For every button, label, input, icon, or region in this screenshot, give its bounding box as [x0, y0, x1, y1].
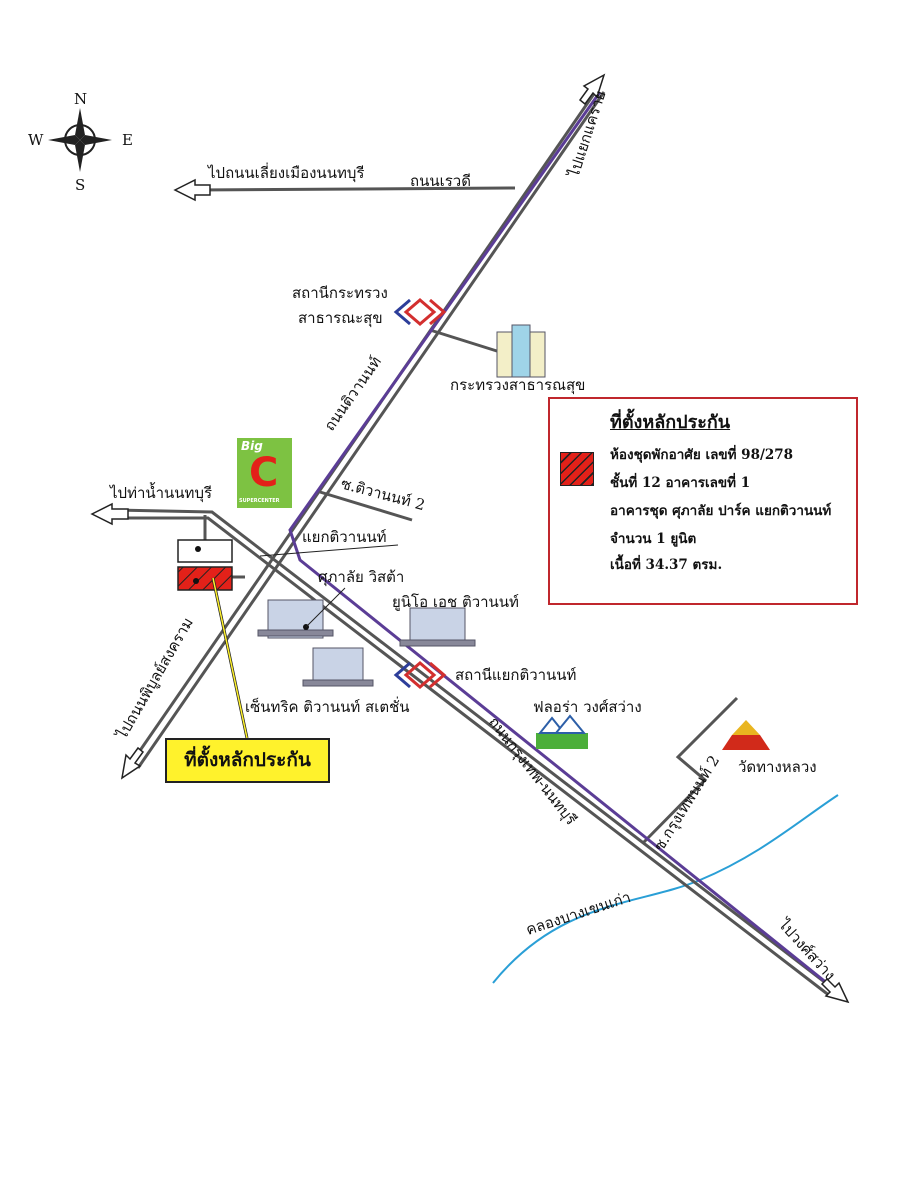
collateral-lot [177, 566, 233, 591]
bigc-sub: SUPERCENTER [239, 498, 280, 504]
collateral-legend-swatch [560, 452, 594, 486]
station-tiwanon-icon [393, 661, 447, 689]
arrow-sw-icon [120, 746, 145, 780]
info-line-building: อาคารชุด ศุภาลัย ปาร์ค แยกติวานนท์ [610, 503, 832, 519]
bigc-letter: C [249, 450, 279, 496]
info-line-unit: ห้องชุดพักอาศัย เลขที่ 98/278 [610, 447, 794, 463]
label-to-pier: ไปท่าน้ำนนทบุรี [109, 482, 212, 503]
arrow-se-icon [820, 977, 850, 1004]
ministry-road [429, 328, 501, 354]
label-ministry: กระทรวงสาธารณสุข [450, 376, 585, 395]
label-tiwanon-junction: แยกติวานนท์ [302, 528, 387, 546]
soi-tiwanon-2 [319, 490, 413, 522]
bigc-brand: Big [241, 439, 263, 453]
label-station-ministry-1: สถานีกระทรวง [292, 284, 388, 302]
arrow-icons [90, 73, 850, 1004]
label-station-ministry-2: สาธารณะสุข [298, 309, 383, 328]
label-soi-krungthep-2: ซ.กรุงเทพนนท์ 2 [650, 752, 724, 855]
label-flora: ฟลอร่า วงศ์สว่าง [533, 698, 642, 716]
flora-house-icon [536, 714, 588, 749]
label-wat: วัดทางหลวง [738, 758, 817, 776]
label-station-tiwanon: สถานีแยกติวานนท์ [455, 666, 576, 684]
label-unio: ยูนิโอ เอช ติวานนท์ [392, 593, 519, 611]
info-line-area: เนื้อที่ 34.37 ตรม. [610, 557, 723, 573]
supalai-vista-leader [305, 587, 346, 628]
pier-road-b [115, 516, 831, 998]
station-ministry-icon [393, 298, 447, 326]
compass-rose-icon: N S E W [28, 90, 133, 194]
arrow-west-icon [173, 178, 211, 202]
pier-road-a [114, 508, 836, 992]
info-line-floor: ชั้นที่ 12 อาคารเลขที่ 1 [610, 475, 751, 491]
collateral-info-box: ที่ตั้งหลักประกัน ห้องชุดพักอาศัย เลขที่… [548, 397, 858, 605]
info-title: ที่ตั้งหลักประกัน [610, 412, 731, 433]
arrow-pier-icon [90, 502, 129, 526]
label-canal: คลองบางเขนเก่า [524, 888, 633, 939]
neighbor-lot [177, 539, 233, 563]
bigc-logo: Big C SUPERCENTER [237, 438, 292, 508]
label-to-ring-road: ไปถนนเลี่ยงเมืองนนทบุรี [207, 162, 364, 183]
collateral-label: ที่ตั้งหลักประกัน [165, 738, 330, 783]
info-line-count: จำนวน 1 ยูนิต [610, 531, 697, 547]
soi-krungthep-2 [641, 696, 739, 845]
label-to-phibun: ไปถนนพิบูลย์สงคราม [112, 614, 197, 742]
temple-icon [722, 720, 770, 750]
label-rewadi: ถนนเรวดี [410, 172, 471, 190]
compass-e: E [122, 131, 133, 149]
compass-n: N [74, 90, 87, 108]
tiwanon-road-b [136, 91, 606, 769]
label-supalai-vista: ศุภาลัย วิสต้า [318, 568, 404, 587]
compass-w: W [28, 131, 44, 149]
rewadi-road [194, 186, 516, 192]
arrow-ne-icon [578, 73, 606, 106]
ministry-building-icon [496, 324, 546, 378]
label-centric: เซ็นทริค ติวานนท์ สเตชั่น [245, 696, 410, 716]
label-soi-tiwanon-2: ซ.ติวานนท์ 2 [339, 474, 427, 514]
junction-leader [259, 544, 399, 557]
compass-s: S [75, 176, 85, 194]
